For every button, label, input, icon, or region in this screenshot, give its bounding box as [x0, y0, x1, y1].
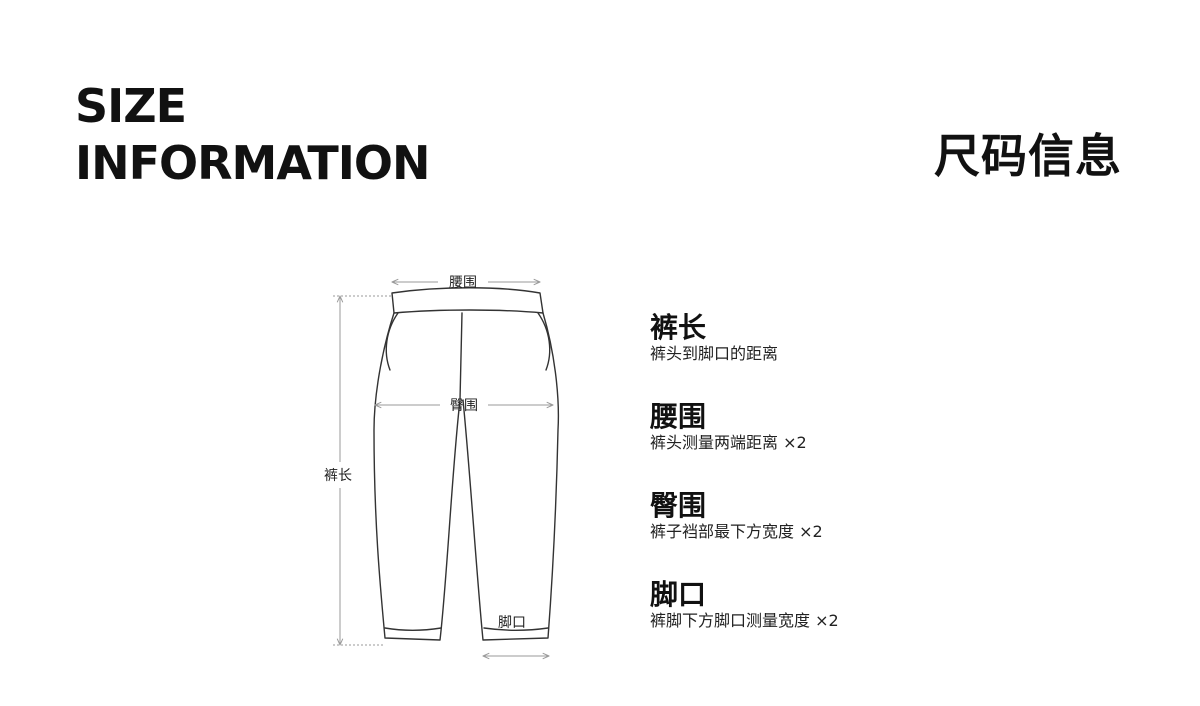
legend-item-waist: 腰围 裤头测量两端距离 ×2 — [650, 401, 807, 453]
title-chinese: 尺码信息 — [934, 129, 1122, 183]
length-label: 裤长 — [324, 468, 352, 484]
title-english-line-2: INFORMATION — [75, 136, 430, 190]
pants-outline — [373, 287, 560, 641]
hem-label: 脚口 — [498, 615, 526, 631]
waist-label: 腰围 — [449, 275, 477, 291]
hip-label: 臀围 — [450, 398, 478, 414]
right-pocket-line — [537, 312, 551, 371]
legend-item-desc: 裤子裆部最下方宽度 ×2 — [650, 522, 823, 541]
legend-item-hip: 臀围 裤子裆部最下方宽度 ×2 — [650, 490, 823, 542]
title-english: SIZE INFORMATION — [75, 78, 430, 192]
title-english-line-1: SIZE — [75, 79, 187, 133]
legend-item-title: 裤长 — [650, 311, 707, 344]
legend-item-desc: 裤脚下方脚口测量宽度 ×2 — [650, 611, 839, 630]
legend-item-title: 脚口 — [650, 578, 707, 611]
right-cuff-line — [483, 627, 549, 631]
legend-item-desc: 裤头测量两端距离 ×2 — [650, 433, 807, 452]
legend-item-desc: 裤头到脚口的距离 — [650, 344, 779, 363]
right-leg-outline — [462, 312, 560, 641]
dimension-lines — [333, 282, 553, 656]
left-pocket-line — [385, 312, 399, 371]
left-leg-outline — [373, 312, 463, 641]
legend-item-title: 臀围 — [650, 489, 707, 522]
left-cuff-line — [384, 627, 442, 631]
legend-item-title: 腰围 — [650, 400, 707, 433]
legend-item-length: 裤长 裤头到脚口的距离 — [650, 312, 778, 364]
legend-item-hem: 脚口 裤脚下方脚口测量宽度 ×2 — [650, 579, 839, 631]
waistband-shape — [391, 287, 544, 314]
